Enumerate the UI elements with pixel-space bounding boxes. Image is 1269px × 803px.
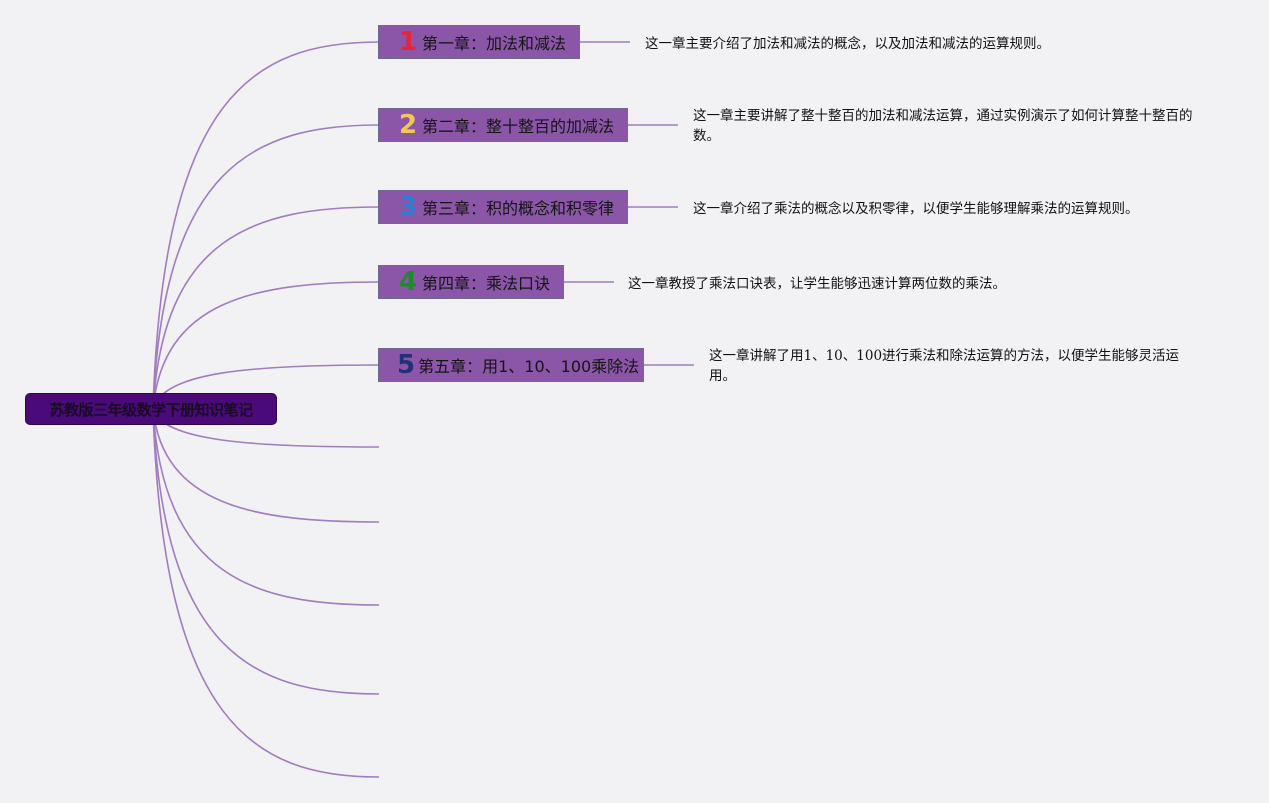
chapter-description-5: 这一章讲解了用1、10、100进行乘法和除法运算的方法，以便学生能够灵活运用。 bbox=[709, 348, 1180, 384]
description-connectors bbox=[564, 41, 694, 366]
chapter-title: 第三章：积的概念和积零律 bbox=[422, 199, 615, 218]
chapter-node-3[interactable]: 3 第三章：积的概念和积零律 bbox=[378, 190, 628, 224]
branch-line bbox=[152, 408, 380, 695]
number-2-icon: 2 bbox=[398, 110, 418, 140]
number-3-icon: 3 bbox=[398, 192, 418, 222]
chapter-title: 第二章：整十整百的加减法 bbox=[422, 117, 615, 136]
chapter-node-4[interactable]: 4 第四章：乘法口诀 bbox=[378, 265, 564, 299]
branch-line bbox=[152, 408, 380, 778]
number-5-icon: 5 bbox=[397, 350, 416, 380]
chapter-description-4: 这一章教授了乘法口诀表，让学生能够迅速计算两位数的乘法。 bbox=[628, 276, 1006, 292]
chapter-title: 第四章：乘法口诀 bbox=[422, 274, 551, 293]
chapter-node-2[interactable]: 2 第二章：整十整百的加减法 bbox=[378, 108, 628, 142]
chapter-description-3: 这一章介绍了乘法的概念以及积零律，以便学生能够理解乘法的运算规则。 bbox=[693, 201, 1139, 217]
number-1-icon: 1 bbox=[398, 27, 418, 57]
root-topic-label: 苏教版三年级数学下册知识笔记 bbox=[49, 400, 253, 419]
number-4-icon: 4 bbox=[398, 267, 418, 297]
chapter-node-1[interactable]: 1 第一章：加法和减法 bbox=[378, 25, 580, 59]
branch-line bbox=[152, 124, 380, 410]
root-topic[interactable]: 苏教版三年级数学下册知识笔记 bbox=[25, 393, 277, 425]
chapter-description-1: 这一章主要介绍了加法和减法的概念，以及加法和减法的运算规则。 bbox=[645, 36, 1050, 52]
chapter-title: 第五章：用1、10、100乘除法 bbox=[418, 357, 640, 376]
branch-line bbox=[152, 206, 380, 410]
chapter-node-5[interactable]: 5 第五章：用1、10、100乘除法 bbox=[378, 348, 644, 382]
chapter-title: 第一章：加法和减法 bbox=[422, 34, 567, 53]
branch-line bbox=[152, 41, 380, 410]
branch-line bbox=[152, 408, 380, 523]
branch-line bbox=[152, 281, 380, 410]
chapter-description-2: 这一章主要讲解了整十整百的加法和减法运算，通过实例演示了如何计算整十整百的数。 bbox=[693, 108, 1193, 144]
branch-line bbox=[152, 408, 380, 606]
